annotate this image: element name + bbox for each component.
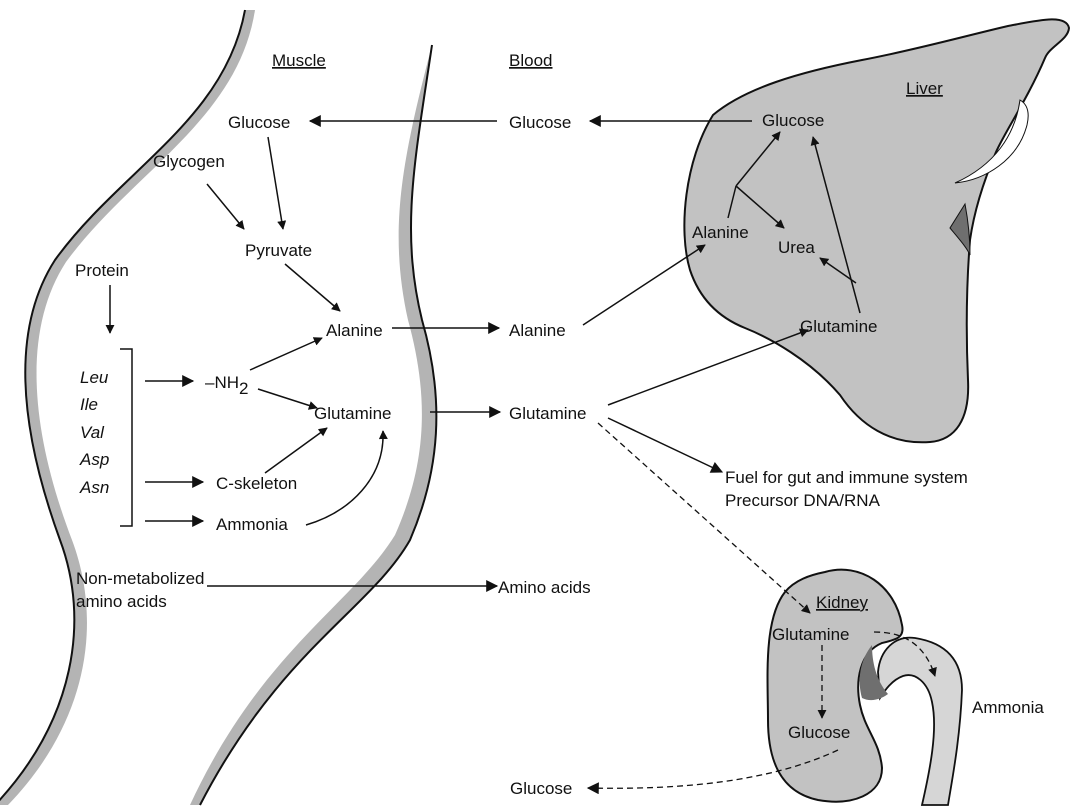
fuel-label-line1: Fuel for gut and immune system xyxy=(725,468,968,487)
amino-acid-asp: Asp xyxy=(79,450,109,469)
blood-alanine-label: Alanine xyxy=(509,321,566,340)
arrow-glucose-to-pyruvate xyxy=(268,137,283,229)
muscle-pyruvate-label: Pyruvate xyxy=(245,241,312,260)
fuel-label-line2: Precursor DNA/RNA xyxy=(725,491,881,510)
kidney-heading: Kidney xyxy=(816,593,868,612)
kidney-ammonia-label: Ammonia xyxy=(972,698,1044,717)
amino-acid-leu: Leu xyxy=(80,368,109,387)
non-metabolized-label-line2: amino acids xyxy=(76,592,167,611)
blood-glutamine-label: Glutamine xyxy=(509,404,586,423)
amino-acid-bracket xyxy=(120,349,132,526)
arrow-glutamine-to-fuel xyxy=(608,418,722,472)
kidney-glucose-label: Glucose xyxy=(788,723,850,742)
muscle-protein-label: Protein xyxy=(75,261,129,280)
muscle-right-wall xyxy=(190,45,436,805)
ureter-shape xyxy=(878,638,962,805)
amine-group-label: –NH2 xyxy=(205,373,248,398)
muscle-glycogen-label: Glycogen xyxy=(153,152,225,171)
arrow-blood-alanine-to-liver xyxy=(583,245,705,325)
muscle-glutamine-label: Glutamine xyxy=(314,404,391,423)
blood-heading: Blood xyxy=(509,51,552,70)
muscle-glucose-label: Glucose xyxy=(228,113,290,132)
liver-alanine-label: Alanine xyxy=(692,223,749,242)
muscle-ammonia-label: Ammonia xyxy=(216,515,288,534)
c-skeleton-label: C-skeleton xyxy=(216,474,297,493)
muscle-left-wall xyxy=(0,10,255,805)
amino-acid-val: Val xyxy=(80,423,105,442)
arrow-amine-to-alanine xyxy=(250,338,322,370)
arrow-c-skeleton-to-glutamine xyxy=(265,428,327,473)
arrow-amine-to-glutamine xyxy=(258,389,317,408)
arrow-glycogen-to-pyruvate xyxy=(207,184,244,229)
blood-glucose-label: Glucose xyxy=(509,113,571,132)
liver-glucose-label: Glucose xyxy=(762,111,824,130)
liver-urea-label: Urea xyxy=(778,238,815,257)
arrow-ammonia-to-glutamine xyxy=(306,431,383,525)
liver-glutamine-label: Glutamine xyxy=(800,317,877,336)
arrow-blood-glutamine-to-kidney xyxy=(598,423,810,613)
liver-heading: Liver xyxy=(906,79,943,98)
arrow-blood-glutamine-to-liver xyxy=(608,330,808,405)
non-metabolized-label-line1: Non-metabolized xyxy=(76,569,205,588)
muscle-alanine-label: Alanine xyxy=(326,321,383,340)
muscle-heading: Muscle xyxy=(272,51,326,70)
blood-amino-acids-label: Amino acids xyxy=(498,578,591,597)
arrow-pyruvate-to-alanine xyxy=(285,264,340,311)
kidney-glutamine-label: Glutamine xyxy=(772,625,849,644)
blood-glucose-bottom-label: Glucose xyxy=(510,779,572,798)
amino-acid-asn: Asn xyxy=(79,478,109,497)
amino-acid-ile: Ile xyxy=(80,395,98,414)
